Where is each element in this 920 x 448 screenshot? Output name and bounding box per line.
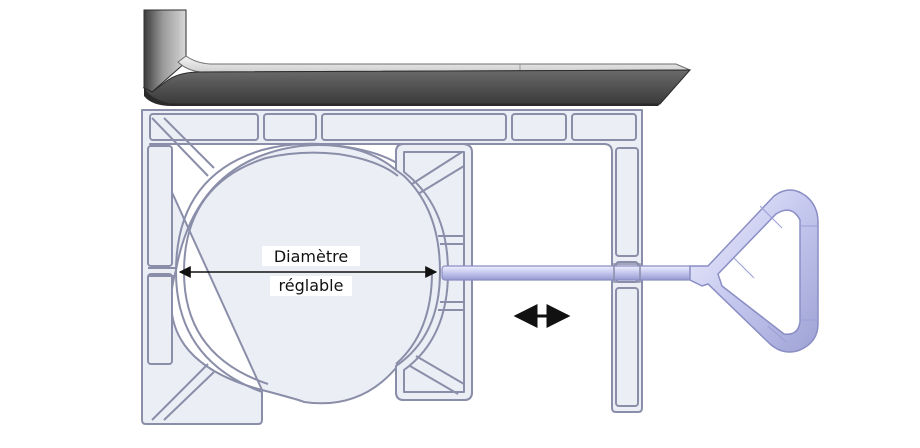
label-bg (262, 246, 360, 266)
rod (441, 263, 693, 283)
handle (689, 189, 819, 353)
diameter-label-line2: réglable (279, 276, 344, 295)
top-plate (142, 9, 692, 106)
diameter-label-line1: Diamètre (274, 247, 348, 266)
label-bg (270, 276, 352, 296)
